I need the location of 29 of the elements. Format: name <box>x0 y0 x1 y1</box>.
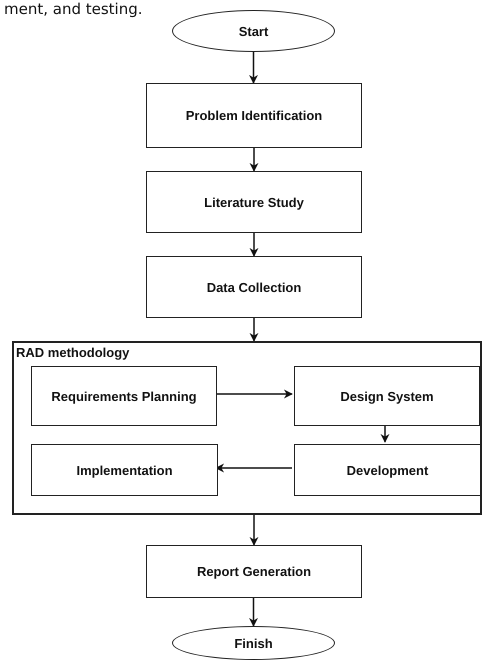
arrow <box>250 515 258 546</box>
process-box <box>31 366 217 426</box>
node-label: Problem Identification <box>184 108 324 123</box>
node-label: Finish <box>233 636 274 650</box>
process-box <box>146 171 362 233</box>
process-box <box>294 366 480 426</box>
node-label: Report Generation <box>196 564 312 579</box>
arrow <box>380 424 390 443</box>
group-frame <box>12 341 482 515</box>
process-box <box>31 444 218 496</box>
arrow <box>249 598 258 627</box>
arrow <box>250 148 258 172</box>
node-label: Requirements Planning <box>50 388 198 404</box>
body-text: ment, and testing. <box>4 0 143 18</box>
process-box <box>146 83 362 148</box>
process-box <box>146 545 362 598</box>
node-label: Development <box>346 462 430 478</box>
arrow <box>249 52 258 84</box>
process-box <box>294 444 481 496</box>
arrow <box>250 233 258 257</box>
process-box <box>146 256 362 318</box>
arrow <box>250 318 258 342</box>
group-label: RAD methodology <box>16 345 130 360</box>
node-label: Start <box>238 24 270 38</box>
arrow <box>215 390 293 398</box>
node-label: Implementation <box>75 462 174 478</box>
node-label: Data Collection <box>206 280 302 294</box>
node-label: Literature Study <box>203 194 305 210</box>
node-label: Design System <box>339 388 435 404</box>
